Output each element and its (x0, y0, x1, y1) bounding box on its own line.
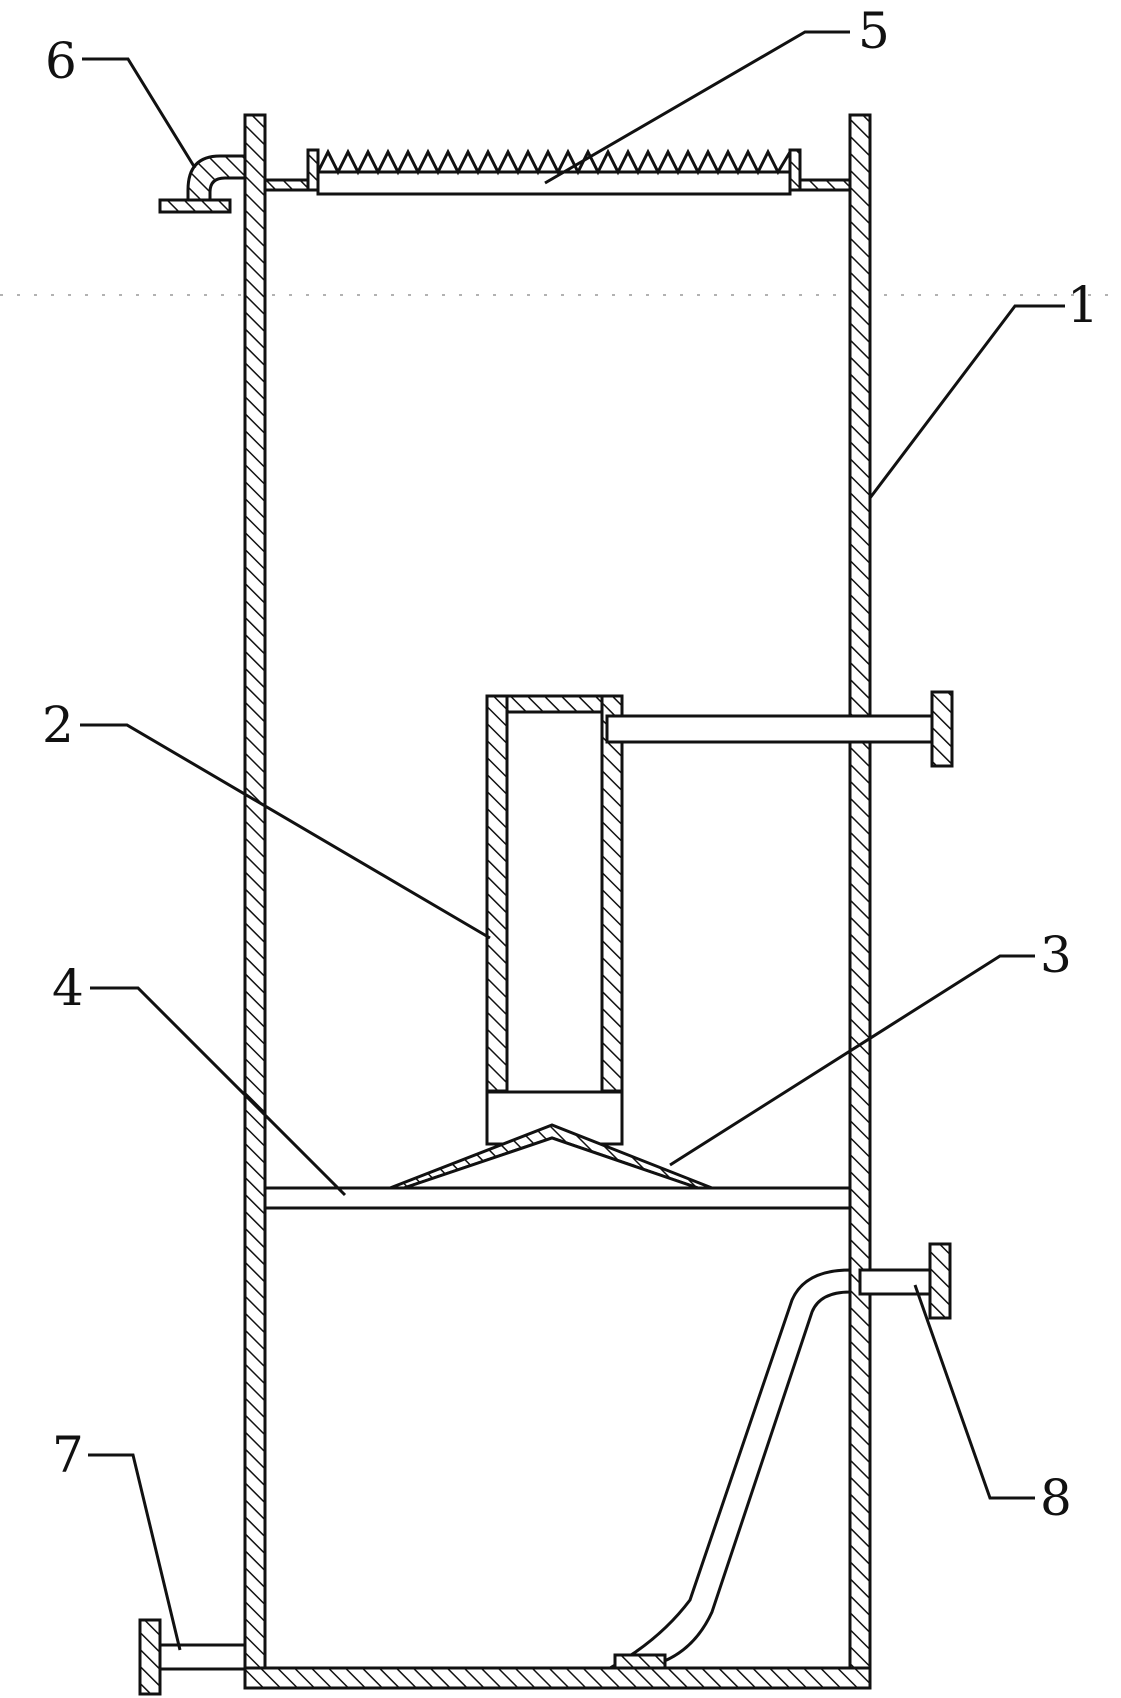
label-2: 2 (42, 696, 74, 754)
riser-inlet-hatch (613, 1653, 667, 1670)
vessel-shell (243, 113, 872, 1690)
curved-riser-pipe (604, 1268, 852, 1670)
riser-exit-pipe (858, 1268, 937, 1296)
label-3: 3 (1040, 926, 1072, 984)
drain-flange (138, 1618, 162, 1696)
leader-4 (90, 986, 347, 1197)
outlet-pipe-lower-right (604, 1242, 952, 1670)
separator-plate (263, 1186, 852, 1210)
leader-7 (88, 1453, 182, 1651)
filter-sawtooth (316, 148, 792, 176)
top-filter-assembly (263, 148, 852, 196)
leader-8 (913, 1284, 1035, 1500)
tube-right-wall (600, 694, 624, 1093)
conical-deflector (389, 1123, 713, 1190)
leader-3 (669, 954, 1035, 1167)
label-4: 4 (52, 959, 84, 1017)
leader-2 (80, 723, 491, 940)
leader-6 (82, 57, 197, 169)
leader-1 (868, 304, 1065, 499)
right-wall (848, 113, 872, 1687)
bottom-wall (243, 1666, 872, 1690)
side-inlet-pipe (605, 714, 939, 744)
central-draft-tube (485, 690, 954, 1146)
top-ledge-right (791, 178, 852, 192)
left-wall (243, 113, 267, 1687)
leader-lines (80, 30, 1065, 1651)
reference-numerals: 1 2 3 4 5 6 7 8 (42, 2, 1099, 1527)
label-1: 1 (1067, 276, 1099, 334)
filter-plate (316, 170, 792, 196)
drain-pipe (148, 1643, 247, 1671)
filter-flange-right (788, 148, 802, 192)
riser-flange (928, 1242, 952, 1320)
label-5: 5 (858, 2, 890, 60)
elbow-flange (158, 198, 232, 214)
tube-left-wall (485, 694, 509, 1093)
label-7: 7 (52, 1426, 84, 1484)
outlet-pipe-top-left (158, 154, 247, 214)
label-6: 6 (45, 32, 77, 90)
leader-5 (544, 30, 850, 185)
drain-pipe-bottom-left (138, 1618, 247, 1696)
side-inlet-flange (930, 690, 954, 768)
label-8: 8 (1040, 1469, 1072, 1527)
cone-body (403, 1136, 699, 1190)
